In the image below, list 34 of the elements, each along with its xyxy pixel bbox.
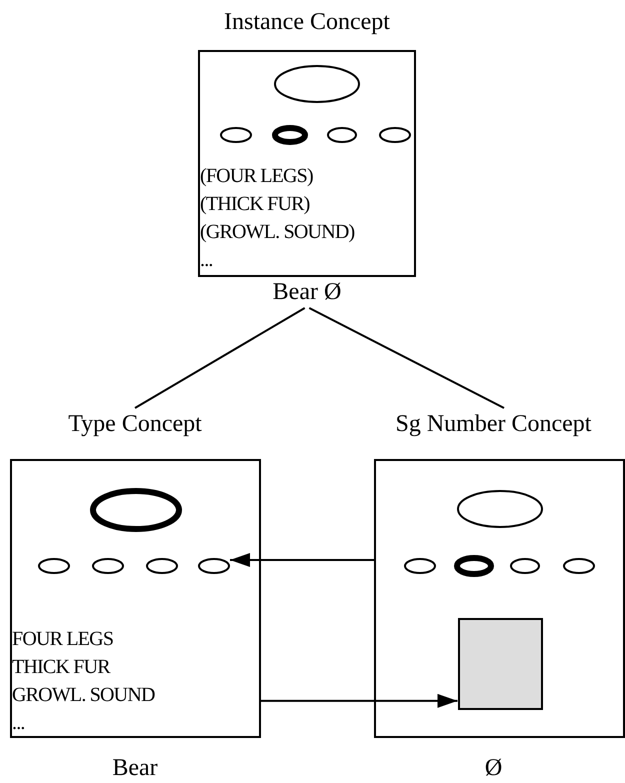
ellipse-mark [272,125,308,145]
ellipse-mark [563,558,595,574]
feature-text: (THICK FUR) [200,192,310,217]
connector-line [134,307,306,409]
word-caption: Bear [112,755,158,781]
concept-heading: Sg Number Concept [396,411,592,437]
ellipse-mark [38,558,70,574]
ellipse-mark [454,555,494,577]
shaded-rectangle [458,618,542,710]
ellipse-mark [404,558,436,574]
ellipse-mark [198,558,230,574]
arrow [261,694,458,708]
ellipse-mark [379,127,411,143]
feature-text: FOUR LEGS [12,627,114,652]
feature-text: (GROWL. SOUND) [200,220,354,245]
feature-text: ... [200,248,213,273]
ellipse-mark [327,127,357,143]
ellipse-mark [274,65,360,103]
ellipse-mark [92,558,124,574]
feature-text: GROWL. SOUND [12,683,155,708]
connector-line [308,307,504,409]
concept-heading: Instance Concept [224,9,390,35]
word-caption: Bear Ø [272,279,342,305]
ellipse-mark [220,127,252,143]
ellipse-mark [457,490,543,528]
feature-text: THICK FUR [12,655,110,680]
concept-heading: Type Concept [68,411,202,437]
feature-text: ... [12,711,25,736]
arrow [230,553,374,567]
ellipse-mark [146,558,178,574]
feature-text: (FOUR LEGS) [200,164,313,189]
ellipse-mark [90,488,182,532]
ellipse-mark [510,558,540,574]
word-caption: Ø [484,755,502,781]
